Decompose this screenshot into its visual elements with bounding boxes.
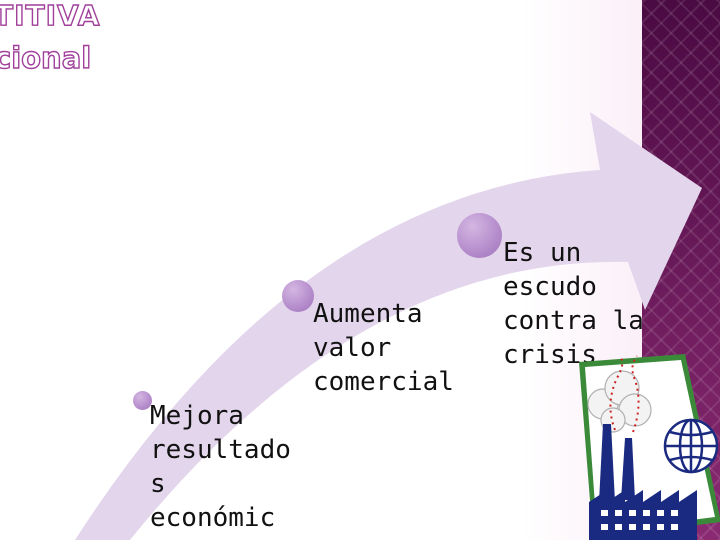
step-2-text: Aumenta valor comercial [313,299,454,397]
factory-globe-icon [579,354,720,540]
slide-title-line-2: cional [0,41,92,75]
globe-icon [663,418,719,474]
slide-title-line-1: TITIVA [0,0,101,32]
step-3-text: Es un escudo contra la crisis [503,238,644,370]
curved-arrow-body [75,112,702,540]
step-marker-3 [457,213,502,258]
step-marker-2 [282,280,314,312]
step-marker-1 [133,391,152,410]
step-1-text: Mejora resultado s económic [150,401,291,533]
